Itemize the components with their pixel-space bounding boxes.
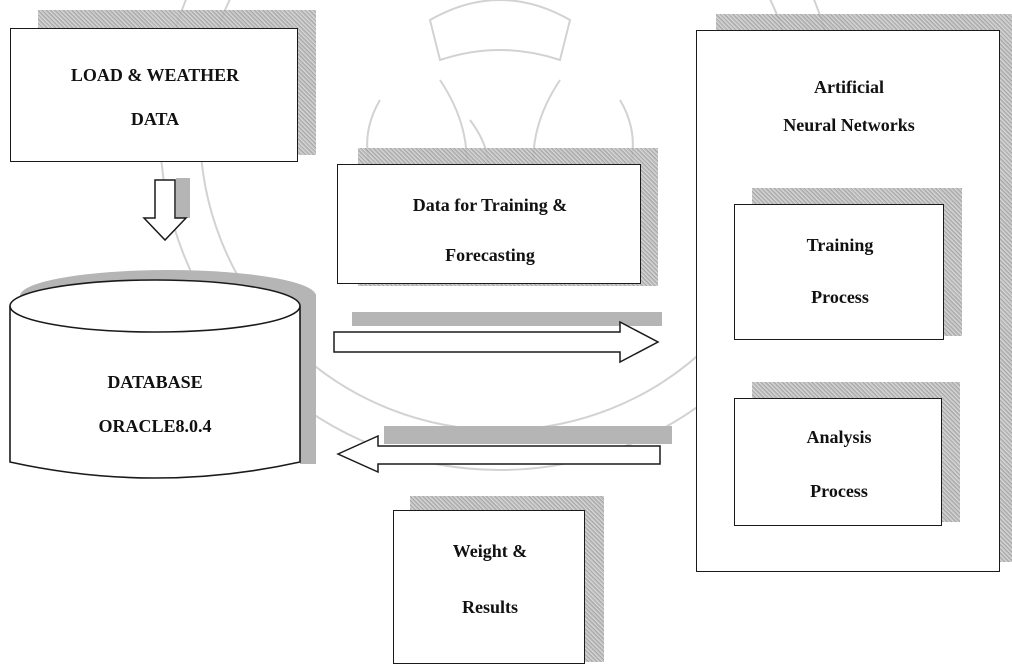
data-training-line2: Forecasting (445, 245, 535, 265)
database-line1: DATABASE (107, 372, 203, 392)
down-arrow-icon (142, 178, 190, 242)
ann-line2: Neural Networks (783, 115, 915, 135)
left-arrow-icon (336, 426, 672, 474)
database-line2: ORACLE8.0.4 (98, 416, 212, 436)
right-arrow-icon (333, 312, 662, 364)
database-cylinder (9, 270, 316, 479)
analysis-process-box: Analysis Process (734, 398, 942, 526)
load-weather-box: LOAD & WEATHER DATA (10, 28, 298, 162)
analysis-line2: Process (810, 481, 868, 501)
weight-results-box: Weight & Results (393, 510, 585, 664)
data-training-line1: Data for Training & (412, 195, 568, 215)
training-line2: Process (811, 287, 869, 307)
analysis-line1: Analysis (806, 427, 872, 447)
data-training-box: Data for Training & Forecasting (337, 164, 641, 284)
load-weather-line2: DATA (130, 109, 180, 129)
weight-results-line1: Weight & (452, 541, 528, 561)
training-line1: Training (806, 235, 874, 255)
load-weather-line1: LOAD & WEATHER (70, 65, 240, 85)
ann-line1: Artificial (814, 77, 884, 97)
weight-results-line2: Results (461, 597, 518, 617)
training-process-box: Training Process (734, 204, 944, 340)
